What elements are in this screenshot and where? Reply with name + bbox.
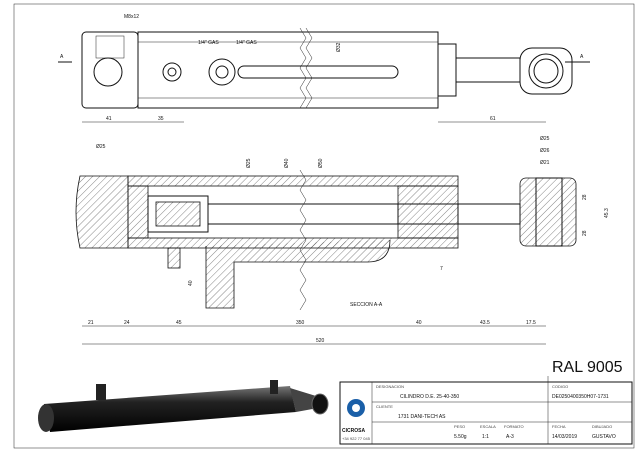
port-1 [162,62,182,82]
date-label: FECHA [552,424,566,429]
piston-rod [207,203,521,225]
rod-top [455,57,521,83]
section-marker-right: A [580,54,584,60]
section-label: SECCION A-A [350,302,383,308]
dim-41: 41 [106,116,112,122]
dim-45-3: 45.3 [604,208,610,218]
diameter-label: Ø32 [336,42,342,52]
weight-label: PESO [454,424,465,429]
weight-value: 5.50g [454,434,467,440]
barrel-wall-top [127,175,459,187]
drawing-frame [13,3,635,449]
cylinder-render [44,386,296,432]
format-value: A-3 [506,434,514,440]
dim-43-5: 43.5 [480,320,490,326]
company-phone: +34 922 77 045 [342,436,371,441]
dia-eye-bore: Ø21 [540,160,550,166]
designation-value: CILINDRO D.E. 25-40-350 [400,394,459,400]
client-value: 1731 DANI-TECH AS [398,414,446,420]
dia-50-label: Ø50 [318,158,324,168]
code-label: CODIGO [552,384,568,389]
dia-eye-label: Ø25 [540,136,550,142]
rod-eye-top [519,47,573,95]
port-label-2: 1/4" GAS [236,40,257,46]
dim-7: 7 [440,266,443,272]
section-view: Ø25 Ø40 Ø50 Ø25 Ø25 Ø26 Ø21 28 28 45.3 7… [75,136,610,345]
dia-left-label: Ø25 [96,144,106,150]
dim-45: 45 [176,320,182,326]
clevis-outline [81,31,139,109]
dim-61: 61 [490,116,496,122]
dia-40-label: Ø40 [284,158,290,168]
dia-eye-inner: Ø26 [540,148,550,154]
ral-code: RAL 9005 [552,359,623,376]
dim-40: 40 [416,320,422,326]
dia-25-label: Ø25 [246,158,252,168]
dim-40-vertical: 40 [188,280,194,286]
oil-tube-section [205,239,391,309]
dim-28a: 28 [582,194,588,200]
section-marker-left: A [60,54,64,60]
designation-label: DESIGNACION [376,384,404,389]
cap-end-eye [75,175,129,249]
code-value: DE0250400350H07-1731 [552,394,609,400]
dim-17-5: 17.5 [526,320,536,326]
port-2 [208,58,236,86]
oil-tube-top [237,65,399,79]
total-length: 520 [316,338,325,344]
gland-head [397,185,459,239]
scale-label: ESCALA [480,424,496,429]
company-name: CICROSA [342,428,365,434]
drawn-label: DIBUJADO [592,424,612,429]
client-label: CLIENTE [376,404,393,409]
dim-35: 35 [158,116,164,122]
thread-note: M8x12 [124,14,139,20]
drawn-value: GUSTAVO [592,434,616,440]
title-block: RAL 9005 CICROSA +34 922 77 045 DESIGNAC… [339,359,633,445]
dim-24: 24 [124,320,130,326]
barrel-top-view [137,31,439,109]
head-gland [437,43,457,97]
dim-350: 350 [296,320,305,326]
dim-21: 21 [88,320,94,326]
format-label: FORMATO [504,424,524,429]
top-view: A A 1/4" GAS 1/4" GAS M8x12 Ø32 [58,14,590,123]
date-value: 14/03/2019 [552,434,577,440]
iso-render [38,380,329,432]
scale-value: 1:1 [482,434,489,440]
dim-28b: 28 [582,230,588,236]
clevis-pin-hole [93,57,123,87]
rod-eye-section [519,177,577,247]
port-label-1: 1/4" GAS [198,40,219,46]
